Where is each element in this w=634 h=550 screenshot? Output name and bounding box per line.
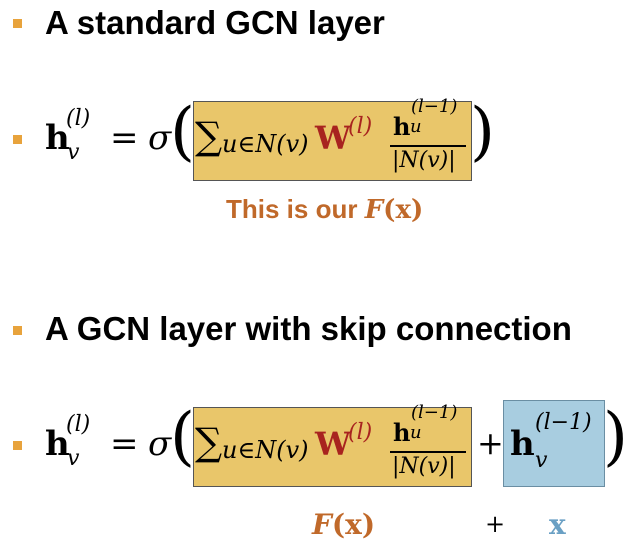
F-box — [193, 407, 472, 487]
l-superscript: (l) — [66, 106, 91, 131]
W-matrix: W — [315, 425, 351, 463]
fraction-bar — [390, 145, 466, 147]
label-F-of-x: F(x) — [312, 508, 375, 541]
v-subscript: v — [67, 140, 80, 165]
caption-text: This is our — [226, 194, 365, 224]
bullet-marker — [13, 441, 22, 450]
denominator: |N(v)| — [392, 454, 456, 479]
sum-index: u∈N(v) — [222, 130, 309, 158]
section-heading-skip-connection: A GCN layer with skip connection — [45, 310, 572, 347]
close-paren: ) — [470, 95, 495, 169]
sigma-symbol: σ — [148, 118, 172, 158]
numerator-subscript: u — [410, 422, 422, 443]
numerator-superscript: (l−1) — [411, 96, 458, 117]
bullet-marker — [13, 135, 22, 144]
h-symbol: h — [45, 424, 70, 464]
numerator-superscript: (l−1) — [411, 402, 458, 423]
numerator-subscript: u — [410, 116, 422, 137]
skip-subscript: v — [535, 448, 548, 473]
denominator: |N(v)| — [392, 148, 456, 173]
caption-F: F — [364, 195, 384, 225]
caption-x: (x) — [383, 195, 424, 225]
caption-this-is-our-F: This is our F(x) — [226, 194, 423, 225]
l-superscript: (l) — [66, 412, 91, 437]
skip-superscript: (l−1) — [535, 410, 592, 435]
open-paren: ( — [170, 95, 195, 169]
open-paren: ( — [170, 400, 195, 474]
equals-sign: = — [110, 424, 139, 464]
equals-sign: = — [110, 118, 139, 158]
F-box — [193, 101, 472, 181]
label-F-arg: (x) — [331, 508, 376, 541]
label-plus: + — [485, 510, 506, 538]
sum-index: u∈N(v) — [222, 436, 309, 464]
close-paren: ) — [603, 400, 628, 474]
x-box — [503, 400, 605, 487]
W-superscript: (l) — [348, 114, 373, 139]
section-heading-standard-gcn: A standard GCN layer — [45, 4, 385, 41]
h-symbol: h — [45, 118, 70, 158]
numerator-h: h — [393, 418, 411, 447]
plus-sign: + — [477, 424, 504, 462]
fraction-bar — [390, 451, 466, 453]
W-superscript: (l) — [348, 420, 373, 445]
sum-symbol: ∑ — [195, 420, 223, 464]
W-matrix: W — [315, 119, 351, 157]
numerator-h: h — [393, 112, 411, 141]
v-subscript: v — [67, 446, 80, 471]
sum-symbol: ∑ — [195, 114, 223, 158]
label-x: x — [549, 508, 566, 541]
skip-h: h — [510, 424, 535, 464]
label-F: F — [312, 508, 332, 541]
sigma-symbol: σ — [148, 424, 172, 464]
bullet-marker — [13, 326, 22, 335]
bullet-marker — [13, 19, 22, 28]
